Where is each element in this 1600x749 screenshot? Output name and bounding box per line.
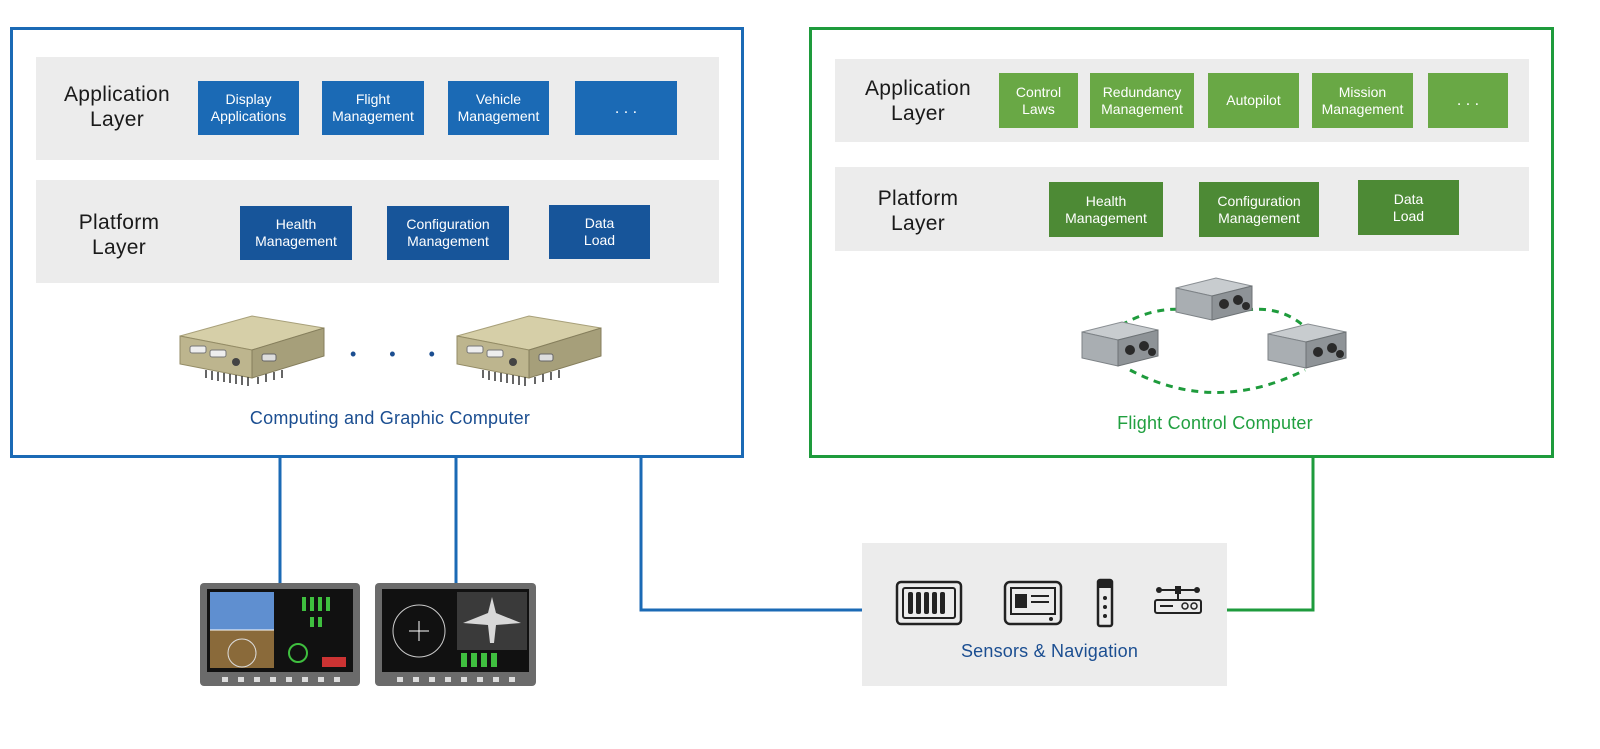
box-label: Control (1015, 83, 1062, 100)
box-label: Data (1393, 190, 1424, 207)
redundant-fcc-units (1081, 277, 1347, 394)
wire-fcc-to-sensors (1227, 458, 1315, 612)
box-label: Autopilot (1226, 92, 1281, 108)
more-applications-box: . . . (1428, 73, 1508, 128)
box-label: Configuration (406, 216, 490, 232)
sensors-navigation-caption: Sensors & Navigation (960, 641, 1139, 661)
right-application-layer-title: Application Layer (843, 76, 993, 126)
box-label: Load (1392, 207, 1425, 224)
box-label: Configuration (1217, 192, 1301, 209)
redundancy-link (1109, 307, 1189, 334)
box-label: Vehicle (475, 91, 522, 107)
layer-title-line: Layer (890, 102, 946, 125)
box-label: . . . (614, 99, 638, 117)
box-label: . . . (1456, 92, 1480, 109)
layer-title-line: Platform (877, 187, 959, 210)
layer-title-line: Platform (78, 211, 160, 234)
box-label: Mission (1338, 83, 1387, 100)
box-label: Applications (210, 108, 287, 124)
flight-control-computer-caption: Flight Control Computer (1117, 413, 1313, 433)
cockpit-display-image (375, 583, 536, 686)
left-application-layer-title: Application Layer (42, 82, 192, 132)
layer-title-line: Layer (91, 236, 147, 259)
layer-title-line: Layer (89, 108, 145, 131)
layer-title-line: Application (864, 77, 972, 100)
fcc-unit-image (1267, 323, 1347, 369)
computing-unit-image (179, 315, 325, 386)
box-label: Management (1065, 209, 1147, 226)
box-label: Flight (355, 91, 391, 107)
box-label: Display (225, 91, 272, 107)
box-label: Management (407, 233, 489, 249)
box-label: Load (583, 232, 616, 248)
box-label: Management (255, 233, 337, 249)
layer-title-line: Application (63, 83, 171, 106)
box-label: Management (1218, 209, 1300, 226)
navigation-display-icon (1003, 580, 1063, 626)
redundancy-link (1245, 307, 1312, 334)
antenna-sensor-icon (1096, 578, 1114, 628)
sensor-keypad-icon (895, 580, 963, 626)
navigation-unit-icon (1154, 586, 1202, 614)
computing-graphic-computer-caption: Computing and Graphic Computer (249, 408, 531, 428)
redundancy-link (1129, 368, 1306, 394)
box-label: Health (1085, 192, 1127, 209)
layer-title-line: Layer (890, 212, 946, 235)
box-label: Redundancy (1102, 83, 1182, 100)
box-label: Management (457, 108, 540, 124)
fcc-unit-image (1175, 277, 1253, 321)
fcc-unit-image (1081, 321, 1159, 367)
box-label: Laws (1022, 100, 1055, 117)
more-applications-box: . . . (575, 81, 677, 135)
box-label: Management (1321, 100, 1404, 117)
left-platform-layer-title: Platform Layer (44, 210, 194, 260)
autopilot-box: Autopilot (1208, 73, 1299, 128)
computing-unit-image (456, 315, 602, 386)
more-units-ellipsis: • • • (350, 344, 449, 364)
box-label: Data (584, 215, 615, 231)
right-platform-layer-title: Platform Layer (843, 186, 993, 236)
wire-computing-to-sensors (639, 458, 862, 612)
box-label: Health (275, 216, 317, 232)
box-label: Management (1101, 100, 1183, 117)
cockpit-display-image (200, 583, 360, 686)
box-label: Management (332, 108, 414, 124)
